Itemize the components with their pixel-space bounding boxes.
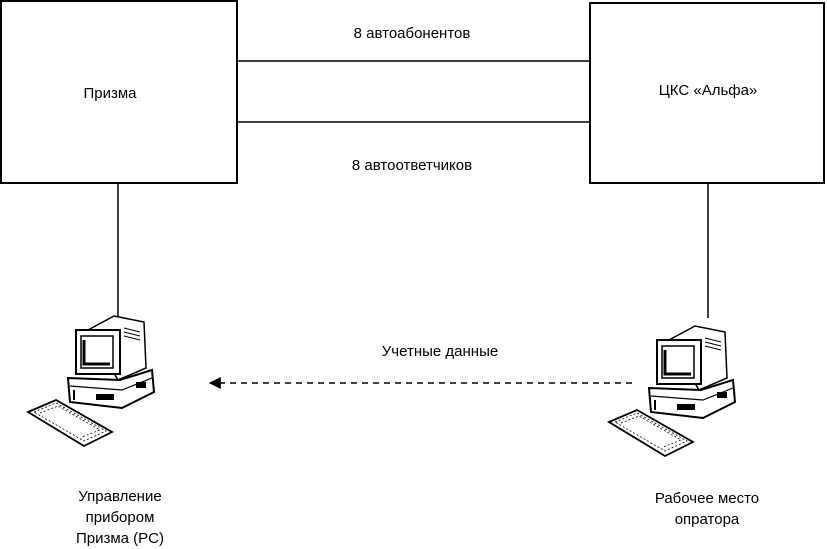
right-computer-caption: Рабочее место опратора: [617, 488, 797, 530]
prizma-label: Призма: [83, 85, 137, 102]
subscribers-link-label: 8 автоабонентов: [354, 25, 471, 42]
left-computer-icon: [26, 314, 156, 448]
caption-line: Рабочее место: [654, 490, 760, 507]
cks-alfa-label: ЦКС «Альфа»: [659, 82, 758, 99]
caption-line: прибором: [85, 509, 155, 526]
cks-alfa-box: [589, 2, 825, 184]
left-computer-caption: Управление прибором Призма (PC): [40, 486, 200, 549]
caption-line: опратора: [674, 511, 740, 528]
right-computer-icon: [607, 324, 737, 458]
accounting-link-label: Учетные данные: [382, 343, 498, 360]
caption-line: Призма (PC): [75, 530, 165, 547]
prizma-box: [0, 0, 238, 184]
caption-line: Управление: [78, 488, 162, 505]
answering-link-label: 8 автоответчиков: [352, 157, 472, 174]
